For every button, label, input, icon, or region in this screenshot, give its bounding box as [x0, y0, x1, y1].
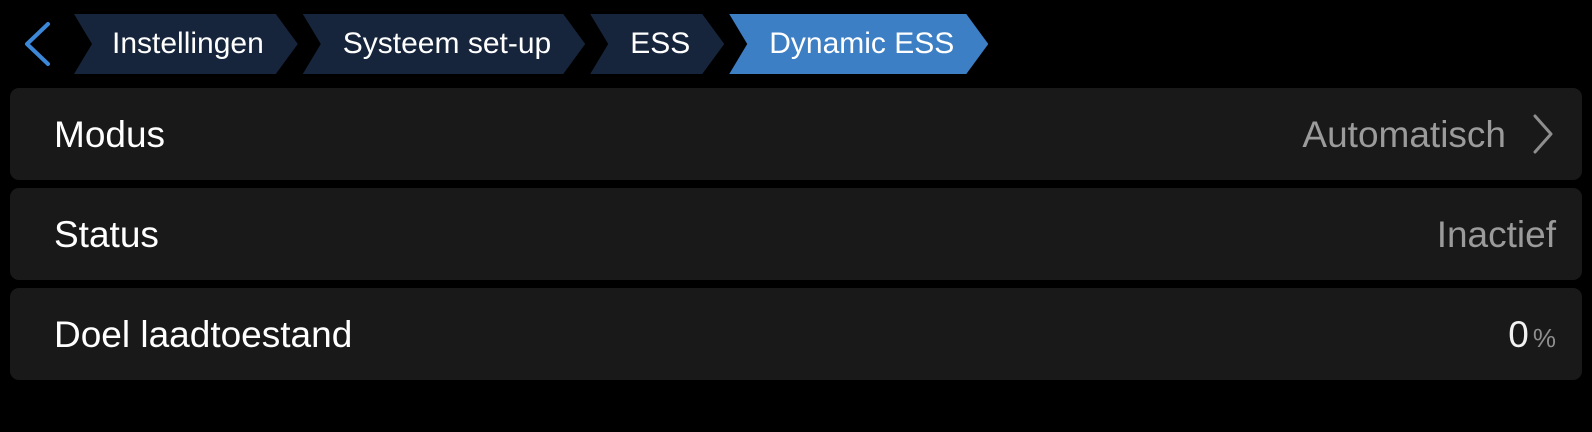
breadcrumb-item-label: Dynamic ESS [769, 27, 955, 60]
breadcrumb-item-dynamic-ess[interactable]: Dynamic ESS [729, 14, 988, 74]
breadcrumb-item-label: Instellingen [112, 27, 264, 60]
breadcrumb: Instellingen Systeem set-up ESS Dynamic … [74, 14, 988, 74]
settings-row-value-group: 0 % [1508, 316, 1556, 353]
chevron-left-icon [25, 22, 50, 66]
chevron-right-icon[interactable] [1530, 112, 1556, 156]
settings-row-value: Inactief [1436, 213, 1556, 255]
breadcrumb-item-ess[interactable]: ESS [590, 14, 724, 74]
breadcrumb-item-systeem-set-up[interactable]: Systeem set-up [303, 14, 585, 74]
settings-row-doel-laadtoestand[interactable]: Doel laadtoestand 0 % [10, 288, 1582, 380]
settings-row-label: Status [54, 213, 159, 255]
settings-row-value-group: Automatisch [1302, 112, 1556, 156]
breadcrumb-bar: Instellingen Systeem set-up ESS Dynamic … [0, 0, 1592, 88]
settings-row-status: Status Inactief [10, 188, 1582, 280]
settings-row-label: Doel laadtoestand [54, 313, 353, 355]
settings-row-modus[interactable]: Modus Automatisch [10, 88, 1582, 180]
settings-row-value: Automatisch [1302, 113, 1506, 155]
settings-row-value: 0 [1508, 313, 1529, 355]
settings-list: Modus Automatisch Status Inactief Doel l… [0, 88, 1592, 380]
settings-row-value-unit: % [1532, 322, 1556, 353]
settings-row-value-with-unit: 0 % [1508, 316, 1556, 353]
back-button[interactable] [0, 0, 74, 88]
breadcrumb-item-label: ESS [630, 27, 691, 60]
settings-row-label: Modus [54, 113, 166, 155]
settings-row-value-group: Inactief [1437, 216, 1556, 253]
bottom-spacer [0, 380, 1592, 432]
breadcrumb-item-label: Systeem set-up [342, 27, 552, 60]
breadcrumb-item-instellingen[interactable]: Instellingen [74, 14, 298, 74]
